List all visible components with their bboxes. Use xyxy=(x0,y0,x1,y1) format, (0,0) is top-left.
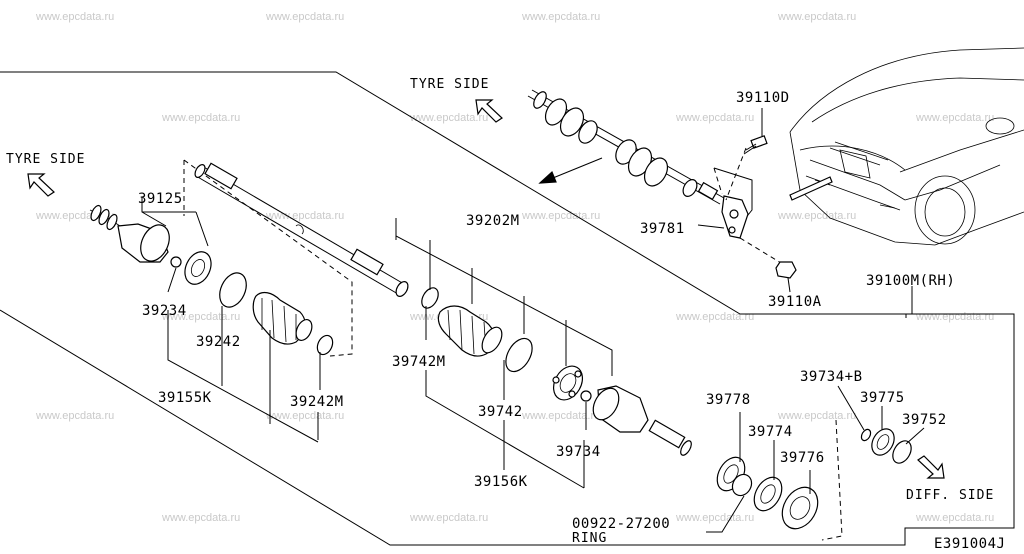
diff-side-label: DIFF. SIDE xyxy=(906,488,994,503)
band-39742m xyxy=(421,287,439,309)
part-number-39110d: 39110D xyxy=(736,90,790,106)
ring-00922 xyxy=(731,473,753,497)
part-number-39742: 39742 xyxy=(478,404,523,420)
watermark: www.epcdata.ru xyxy=(409,512,488,524)
car-illustration xyxy=(789,47,1024,246)
part-number-39774: 39774 xyxy=(748,424,793,440)
part-number-39202m: 39202M xyxy=(466,213,520,229)
part-number-39778: 39778 xyxy=(706,392,751,408)
part-number-39155k: 39155K xyxy=(158,390,212,406)
clip-39734b xyxy=(860,428,872,442)
part-number-39100m: 39100M(RH) xyxy=(866,273,955,289)
bracket-assembly xyxy=(697,108,797,293)
watermark: www.epcdata.ru xyxy=(915,112,994,124)
watermark: www.epcdata.ru xyxy=(265,11,344,23)
watermark: www.epcdata.ru xyxy=(675,311,754,323)
retainer-39776 xyxy=(781,486,819,530)
watermark: www.epcdata.ru xyxy=(777,210,856,222)
circlip-39234 xyxy=(170,256,182,268)
direction-arrow xyxy=(538,157,603,184)
inner-boot-group xyxy=(395,218,692,489)
joint-cage xyxy=(184,251,212,285)
part-number-39156k: 39156K xyxy=(474,474,528,490)
watermark: www.epcdata.ru xyxy=(521,210,600,222)
tyre-side-top-label: TYRE SIDE xyxy=(410,77,489,92)
bearing-39774 xyxy=(753,476,783,512)
watermark: www.epcdata.ru xyxy=(521,410,600,422)
tyre-side-arrow-top-icon xyxy=(475,99,503,123)
watermark: www.epcdata.ru xyxy=(265,210,344,222)
part-number-39110a: 39110A xyxy=(768,294,822,310)
bolt-39110d xyxy=(725,108,768,201)
band-39242 xyxy=(219,272,247,308)
part-number-39742m: 39742M xyxy=(392,354,446,370)
watermark: www.epcdata.ru xyxy=(161,112,240,124)
part-number-39752: 39752 xyxy=(902,412,947,428)
part-number-39776: 39776 xyxy=(780,450,825,466)
seal-39775 xyxy=(871,428,895,456)
snap-ring xyxy=(580,390,592,402)
diff-side-arrow-icon xyxy=(917,455,945,479)
watermark: www.epcdata.ru xyxy=(409,112,488,124)
watermark: www.epcdata.ru xyxy=(675,112,754,124)
watermark: www.epcdata.ru xyxy=(777,410,856,422)
watermark: www.epcdata.ru xyxy=(161,311,240,323)
bolt-39110a xyxy=(739,237,797,293)
watermark: www.epcdata.ru xyxy=(35,11,114,23)
watermarks: www.epcdata.ru www.epcdata.ru www.epcdat… xyxy=(35,11,994,524)
assembly-frame xyxy=(0,71,1015,546)
part-number-39125: 39125 xyxy=(138,191,183,207)
watermark: www.epcdata.ru xyxy=(915,512,994,524)
watermark: www.epcdata.ru xyxy=(777,11,856,23)
part-number-39781: 39781 xyxy=(640,221,685,237)
shaft-body xyxy=(183,159,409,357)
bearing-group xyxy=(706,286,925,541)
part-number-39734b: 39734+B xyxy=(800,369,863,385)
inner-housing xyxy=(592,385,692,456)
part-number-39242m: 39242M xyxy=(290,394,344,410)
outer-joint-39125 xyxy=(89,204,170,263)
boot-39242 xyxy=(252,291,313,345)
watermark: www.epcdata.ru xyxy=(521,11,600,23)
tyre-side-left-label: TYRE SIDE xyxy=(6,152,85,167)
part-number-00922-27200: 00922-27200 xyxy=(572,516,670,532)
tyre-side-arrow-left-icon xyxy=(27,173,55,197)
diagram-code: E391004J xyxy=(934,536,1005,552)
band-39742 xyxy=(505,337,533,373)
installed-drive-shaft xyxy=(527,89,725,205)
watermark: www.epcdata.ru xyxy=(35,410,114,422)
leader-lines-left xyxy=(141,197,321,443)
car-arrow-icon xyxy=(789,176,833,201)
tripod-joint-39734 xyxy=(552,365,584,401)
part-number-39242: 39242 xyxy=(196,334,241,350)
watermark: www.epcdata.ru xyxy=(675,512,754,524)
ring-label: RING xyxy=(572,531,607,546)
band-39242m xyxy=(316,334,334,356)
part-number-39734: 39734 xyxy=(556,444,601,460)
part-number-39234: 39234 xyxy=(142,303,187,319)
watermark: www.epcdata.ru xyxy=(915,311,994,323)
part-number-39775: 39775 xyxy=(860,390,905,406)
watermark: www.epcdata.ru xyxy=(265,410,344,422)
watermark: www.epcdata.ru xyxy=(161,512,240,524)
